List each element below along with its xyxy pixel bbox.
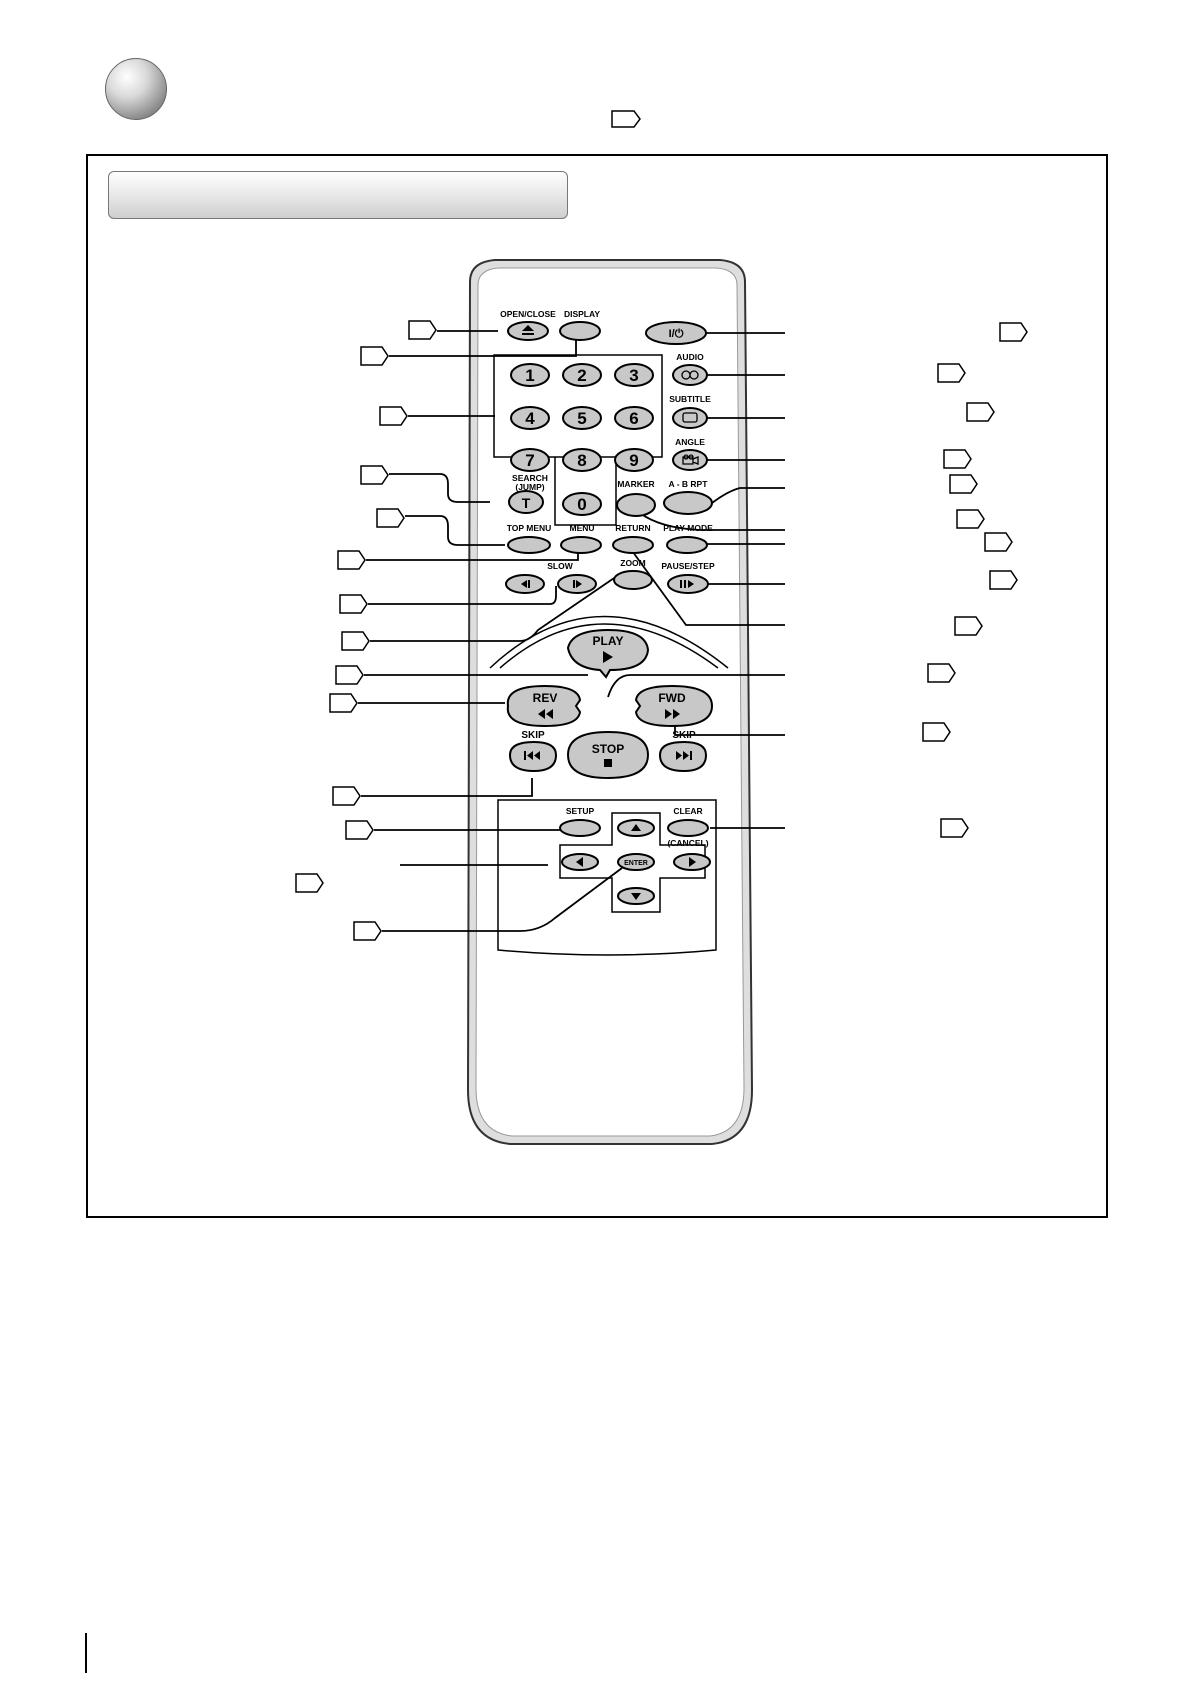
- arrow-up-icon: [631, 824, 641, 831]
- eject-icon: [522, 325, 534, 335]
- arrow-left-icon: [576, 857, 583, 867]
- section-bullet-sphere-icon: [105, 58, 167, 120]
- zoom-button[interactable]: [613, 570, 653, 590]
- search-label: SEARCH: [512, 473, 548, 483]
- setup-button[interactable]: [559, 819, 601, 837]
- subtitle-icon: [682, 412, 698, 423]
- digit-4-label: 4: [525, 409, 535, 428]
- callout-lines: [358, 330, 785, 932]
- power-button[interactable]: [645, 321, 707, 345]
- play-mode-label: PLAY MODE: [663, 523, 713, 533]
- diagram-frame: [86, 154, 1108, 1218]
- skip-back-label: SKIP: [521, 730, 545, 741]
- angle-camera-icon: [682, 454, 699, 465]
- play-label: PLAY: [593, 634, 624, 648]
- page-ref-tag-header: [611, 110, 641, 128]
- return-button[interactable]: [612, 536, 654, 554]
- digit-9-label: 9: [629, 451, 638, 470]
- fwd-button[interactable]: [634, 684, 714, 728]
- stop-button[interactable]: [566, 730, 650, 780]
- angle-label: ANGLE: [675, 437, 705, 447]
- skip-back-icon: [524, 751, 540, 760]
- search-key-label: T: [522, 495, 531, 511]
- digit-2-button[interactable]: [562, 363, 602, 387]
- search-button[interactable]: [508, 490, 544, 514]
- digit-7-label: 7: [525, 451, 534, 470]
- open-close-label: OPEN/CLOSE: [500, 309, 556, 319]
- digit-8-label: 8: [577, 451, 586, 470]
- audio-label: AUDIO: [676, 352, 704, 362]
- top-menu-button[interactable]: [507, 536, 551, 554]
- rev-button[interactable]: [506, 684, 582, 728]
- section-title-bar: [108, 171, 568, 219]
- digit-1-button[interactable]: [510, 363, 550, 387]
- clear-label: CLEAR: [673, 806, 702, 816]
- digit-6-label: 6: [629, 409, 638, 428]
- fast-forward-icon: [665, 709, 680, 719]
- play-mode-button[interactable]: [666, 536, 708, 554]
- numpad-frame-lower: [554, 457, 617, 526]
- return-label: RETURN: [615, 523, 650, 533]
- display-label: DISPLAY: [564, 309, 600, 319]
- play-arc-outer: [489, 615, 729, 669]
- play-arc-inner: [499, 623, 719, 669]
- display-button[interactable]: [559, 321, 601, 341]
- digit-3-button[interactable]: [614, 363, 654, 387]
- cancel-label: (CANCEL): [667, 838, 708, 848]
- arrow-down-icon: [631, 893, 641, 900]
- digit-6-button[interactable]: [614, 406, 654, 430]
- power-label: I/⏻: [669, 327, 684, 340]
- digit-1-label: 1: [525, 366, 534, 385]
- stop-icon: [604, 759, 612, 767]
- digit-8-button[interactable]: [562, 448, 602, 472]
- skip-forward-icon: [676, 751, 692, 760]
- marker-label: MARKER: [617, 479, 654, 489]
- digit-5-button[interactable]: [562, 406, 602, 430]
- digit-5-label: 5: [577, 409, 586, 428]
- slow-forward-icon: [573, 580, 582, 588]
- slow-reverse-icon: [521, 580, 530, 588]
- digit-0-label: 0: [577, 495, 586, 514]
- jump-label: (JUMP): [515, 482, 544, 492]
- enter-button[interactable]: [617, 853, 655, 871]
- stop-label: STOP: [592, 742, 624, 756]
- ab-rpt-button[interactable]: [663, 491, 713, 515]
- pause-step-label: PAUSE/STEP: [661, 561, 715, 571]
- setup-label: SETUP: [566, 806, 595, 816]
- digit-3-label: 3: [629, 366, 638, 385]
- marker-button[interactable]: [616, 493, 656, 517]
- digit-9-button[interactable]: [614, 448, 654, 472]
- top-menu-label: TOP MENU: [507, 523, 552, 533]
- page-ref-tags: [295, 320, 1028, 941]
- slow-label: SLOW: [547, 561, 573, 571]
- subtitle-button[interactable]: [672, 407, 708, 429]
- digit-4-button[interactable]: [510, 406, 550, 430]
- menu-label: MENU: [569, 523, 594, 533]
- menu-button[interactable]: [560, 536, 602, 554]
- zoom-label: ZOOM: [620, 558, 646, 568]
- skip-forward-label: SKIP: [672, 730, 696, 741]
- clear-button[interactable]: [667, 819, 709, 837]
- play-button[interactable]: [566, 628, 650, 679]
- play-icon: [603, 651, 613, 663]
- pause-step-icon: [680, 580, 694, 588]
- ab-rpt-label: A - B RPT: [669, 479, 709, 489]
- angle-button[interactable]: [672, 449, 708, 471]
- rewind-icon: [538, 709, 553, 719]
- enter-label: ENTER: [624, 860, 648, 867]
- rev-label: REV: [533, 691, 558, 705]
- digit-0-button[interactable]: [562, 492, 602, 516]
- digit-2-label: 2: [577, 366, 586, 385]
- arrow-right-icon: [689, 857, 696, 867]
- subtitle-label: SUBTITLE: [669, 394, 711, 404]
- fwd-label: FWD: [658, 691, 686, 705]
- page-margin-rule: [85, 1633, 87, 1673]
- audio-icon: [681, 370, 699, 380]
- digit-7-button[interactable]: [510, 448, 550, 472]
- cursor-cross-outline: [559, 812, 706, 913]
